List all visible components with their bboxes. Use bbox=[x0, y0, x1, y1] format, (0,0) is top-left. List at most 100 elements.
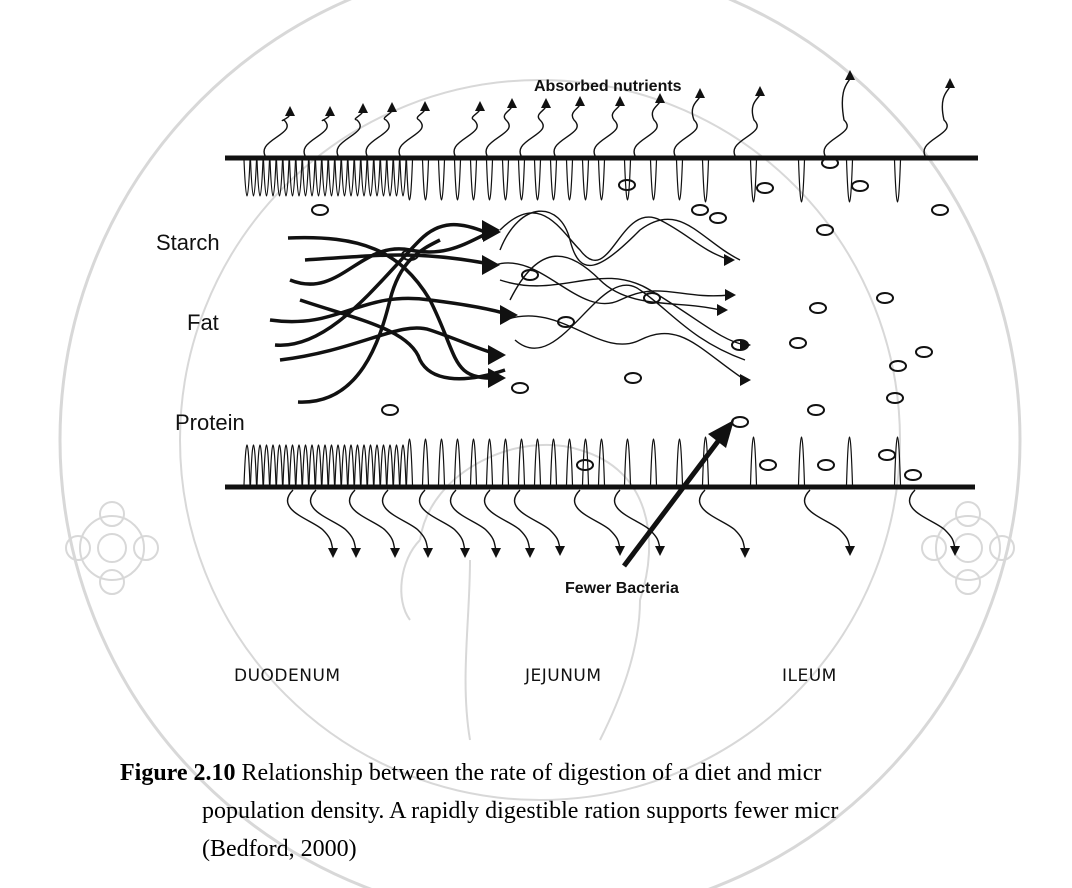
down-arrow bbox=[381, 489, 429, 551]
up-arrowhead bbox=[655, 93, 665, 103]
villus bbox=[893, 436, 902, 486]
flow-arrowhead bbox=[482, 255, 500, 275]
up-arrow bbox=[453, 108, 481, 161]
bacterium bbox=[904, 469, 922, 481]
villus bbox=[517, 438, 526, 486]
down-arrow bbox=[513, 489, 561, 549]
figure-number: Figure 2.10 bbox=[120, 760, 236, 786]
bacterium bbox=[851, 180, 869, 192]
bacterium bbox=[521, 269, 539, 281]
down-arrowhead bbox=[655, 546, 665, 556]
nutrient-flow-curves bbox=[269, 210, 751, 404]
villus bbox=[314, 444, 323, 486]
flower-emblem-left-icon bbox=[65, 501, 159, 595]
up-arrow bbox=[485, 105, 513, 161]
villus bbox=[392, 159, 401, 197]
bacterium bbox=[381, 404, 399, 416]
villus bbox=[256, 444, 264, 486]
villus bbox=[469, 159, 478, 201]
villus bbox=[623, 159, 632, 201]
down-arrow bbox=[418, 489, 466, 551]
figure-caption: Figure 2.10 Relationship between the rat… bbox=[120, 754, 1072, 868]
villus bbox=[893, 159, 902, 203]
flow-thick bbox=[279, 326, 501, 362]
villus bbox=[421, 438, 430, 486]
caption-line-2: population density. A rapidly digestible… bbox=[202, 798, 839, 824]
flow-thick bbox=[299, 298, 506, 381]
pointer-arrowhead bbox=[708, 420, 734, 448]
villus bbox=[321, 159, 329, 197]
digestion-diagram bbox=[225, 70, 978, 568]
flow-arrowhead-small bbox=[724, 254, 735, 266]
flow-arrowhead bbox=[488, 345, 506, 365]
flow-thin bbox=[499, 210, 741, 267]
villus bbox=[565, 438, 574, 486]
up-arrowhead bbox=[541, 98, 551, 108]
bacterium bbox=[576, 459, 594, 471]
up-arrow bbox=[823, 77, 851, 161]
villus bbox=[373, 159, 381, 197]
down-arrowhead bbox=[615, 546, 625, 556]
villus bbox=[399, 444, 407, 486]
down-arrow bbox=[573, 489, 621, 549]
down-arrow bbox=[908, 489, 956, 549]
villus bbox=[308, 159, 316, 197]
up-arrowhead bbox=[358, 103, 368, 113]
villus bbox=[437, 159, 446, 201]
up-arrowhead bbox=[507, 98, 517, 108]
villus bbox=[301, 444, 310, 486]
up-arrowhead bbox=[575, 96, 585, 106]
bacterium bbox=[817, 459, 835, 471]
bacterium bbox=[731, 339, 749, 351]
villus bbox=[845, 159, 854, 203]
villus bbox=[845, 436, 854, 486]
down-arrow bbox=[449, 489, 497, 551]
villus bbox=[379, 444, 388, 486]
flow-arrowhead bbox=[483, 222, 501, 242]
up-arrow bbox=[398, 108, 426, 161]
bacterium bbox=[709, 212, 727, 224]
bacterium bbox=[809, 302, 827, 314]
villus bbox=[485, 438, 494, 486]
flow-thick bbox=[269, 296, 511, 324]
villus bbox=[533, 159, 542, 201]
flow-thick bbox=[304, 253, 496, 267]
flow-thin bbox=[499, 212, 731, 261]
villus bbox=[295, 159, 303, 197]
bacterium bbox=[401, 249, 419, 261]
up-arrowhead bbox=[845, 70, 855, 80]
villus bbox=[243, 159, 251, 197]
villus bbox=[399, 159, 407, 197]
caption-line-1: Relationship between the rate of digesti… bbox=[241, 760, 822, 786]
downward-arrows bbox=[286, 489, 960, 558]
down-arrow bbox=[483, 489, 531, 551]
flow-thin bbox=[499, 277, 746, 346]
villus bbox=[347, 159, 355, 197]
villus bbox=[243, 444, 251, 486]
villus bbox=[405, 438, 414, 486]
up-arrowhead bbox=[420, 101, 430, 111]
up-arrow bbox=[633, 100, 661, 161]
villus bbox=[386, 159, 394, 197]
down-arrowhead bbox=[423, 548, 433, 558]
down-arrow bbox=[309, 489, 357, 551]
flow-thin bbox=[509, 255, 721, 311]
villus bbox=[379, 159, 388, 197]
villus bbox=[517, 159, 526, 201]
villus bbox=[405, 159, 414, 201]
villus bbox=[597, 438, 606, 486]
up-arrowhead bbox=[695, 88, 705, 98]
down-arrow bbox=[803, 489, 851, 549]
fewer-bacteria-pointer-arrow bbox=[622, 434, 724, 568]
villus bbox=[340, 159, 349, 197]
villus bbox=[469, 438, 478, 486]
down-arrow bbox=[348, 489, 396, 551]
down-arrowhead bbox=[390, 548, 400, 558]
bacterium bbox=[931, 204, 949, 216]
villus bbox=[373, 444, 381, 486]
bacterium bbox=[807, 404, 825, 416]
villus bbox=[288, 159, 297, 197]
villus bbox=[649, 159, 658, 201]
region-ileum: ILEUM bbox=[782, 666, 837, 686]
